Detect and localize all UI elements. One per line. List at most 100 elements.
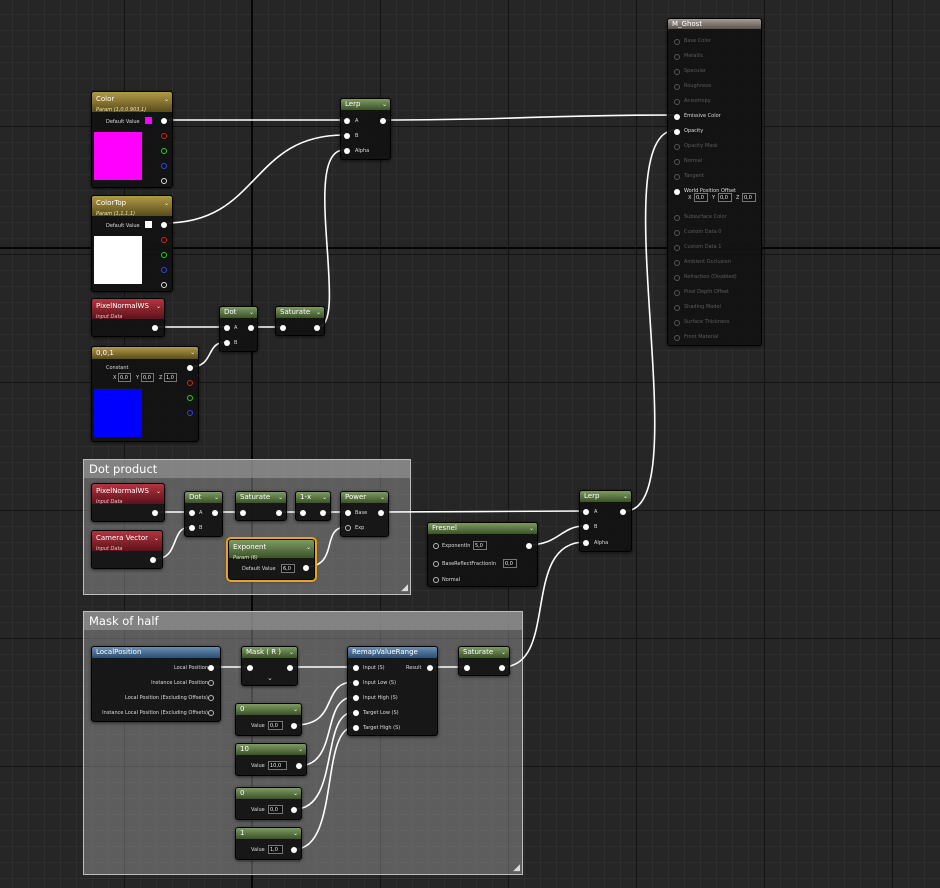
output-result-pin[interactable]: [427, 665, 433, 671]
output-pin[interactable]: [296, 763, 302, 769]
local-position-node[interactable]: LocalPosition Local Position Instance Lo…: [91, 646, 221, 722]
input-pin[interactable]: [674, 290, 680, 296]
y-value-field[interactable]: 0,0: [141, 373, 154, 382]
saturate-node[interactable]: Saturate ⌄: [235, 491, 287, 521]
output-b-pin[interactable]: [187, 410, 193, 416]
output-r-pin[interactable]: [187, 380, 193, 386]
input-pin[interactable]: [674, 320, 680, 326]
input-pin[interactable]: [674, 39, 680, 45]
input-pin[interactable]: [674, 144, 680, 150]
output-r-pin[interactable]: [161, 133, 167, 139]
scalar-constant-node[interactable]: 10 ⌄ Value 10,0: [235, 743, 307, 776]
input-a-pin[interactable]: [224, 325, 230, 331]
input-pin[interactable]: [674, 84, 680, 90]
one-minus-node[interactable]: 1-x ⌄: [295, 491, 331, 521]
input-b-pin[interactable]: [344, 133, 350, 139]
input-pin[interactable]: [674, 129, 680, 135]
output-pin[interactable]: [620, 509, 626, 515]
saturate-node[interactable]: Saturate ⌄: [458, 646, 510, 676]
power-node[interactable]: Power ⌄ Base Exp: [340, 491, 389, 537]
chevron-down-icon[interactable]: ⌄: [155, 303, 161, 310]
wpo-x-field[interactable]: 0,0: [694, 193, 708, 202]
input-pin[interactable]: [280, 325, 286, 331]
chevron-down-icon[interactable]: ⌄: [189, 349, 195, 356]
chevron-down-icon[interactable]: ⌄: [321, 494, 327, 501]
default-value-swatch[interactable]: [145, 221, 152, 228]
chevron-down-icon[interactable]: ⌄: [292, 830, 298, 837]
output-pin[interactable]: [276, 510, 282, 516]
chevron-down-icon[interactable]: ⌄: [163, 96, 169, 103]
default-value-swatch[interactable]: [145, 117, 152, 124]
lerp-node[interactable]: Lerp ⌄ A B Alpha: [579, 490, 632, 552]
input-pin[interactable]: [674, 335, 680, 341]
output-instance-local-position-pin[interactable]: [208, 680, 214, 686]
resize-grip-icon[interactable]: ◢: [401, 583, 408, 593]
input-a-pin[interactable]: [583, 509, 589, 515]
chevron-down-icon[interactable]: ⌄: [315, 309, 321, 316]
output-pin[interactable]: [303, 565, 309, 571]
output-pin[interactable]: [291, 847, 297, 853]
constant3vector-node[interactable]: 0,0,1 ⌄ Constant X 0,0 Y 0,0 Z 1,0: [91, 346, 199, 442]
input-b-pin[interactable]: [224, 340, 230, 346]
target-low-pin[interactable]: [353, 710, 359, 716]
chevron-down-icon[interactable]: ⌄: [288, 649, 294, 656]
chevron-down-icon[interactable]: ⌄: [379, 494, 385, 501]
output-local-position-pin[interactable]: [208, 665, 214, 671]
wpo-z-field[interactable]: 0,0: [742, 193, 756, 202]
chevron-down-icon[interactable]: ⌄: [292, 706, 298, 713]
output-b-pin[interactable]: [161, 163, 167, 169]
exponent-param-node[interactable]: Exponent ⌄ Param (6) Default Value 6,0: [226, 537, 317, 582]
output-pin[interactable]: [378, 510, 384, 516]
input-alpha-pin[interactable]: [583, 540, 589, 546]
input-b-pin[interactable]: [189, 525, 195, 531]
input-high-pin[interactable]: [353, 695, 359, 701]
output-g-pin[interactable]: [187, 395, 193, 401]
output-rgb-pin[interactable]: [161, 118, 167, 124]
input-a-pin[interactable]: [189, 510, 195, 516]
output-pin[interactable]: [380, 118, 386, 124]
colortop-param-node[interactable]: ColorTop ⌄ Param (1,1,1,1) Default Value: [91, 195, 173, 292]
input-alpha-pin[interactable]: [344, 148, 350, 154]
wpo-y-field[interactable]: 0,0: [718, 193, 732, 202]
input-pin[interactable]: [674, 69, 680, 75]
resize-grip-icon[interactable]: ◢: [513, 863, 520, 873]
chevron-down-icon[interactable]: ⌄: [163, 200, 169, 207]
chevron-down-icon[interactable]: ⌄: [155, 488, 161, 495]
input-b-pin[interactable]: [583, 524, 589, 530]
chevron-down-icon[interactable]: ⌄: [248, 309, 254, 316]
input-pin[interactable]: [674, 174, 680, 180]
input-pin[interactable]: [674, 114, 680, 120]
component-mask-node[interactable]: Mask ( R ) ⌄ ⌄: [241, 646, 298, 686]
output-pin[interactable]: [291, 723, 297, 729]
x-value-field[interactable]: 0,0: [118, 373, 131, 382]
scalar-constant-node[interactable]: 0 ⌄ Value 0,0: [235, 787, 302, 820]
comment-dot-product[interactable]: Dot product ◢: [83, 459, 411, 595]
input-pin[interactable]: [240, 510, 246, 516]
scalar-constant-node[interactable]: 1 ⌄ Value 1,0: [235, 827, 302, 860]
input-pin[interactable]: [464, 665, 470, 671]
chevron-down-icon[interactable]: ⌄: [528, 525, 534, 532]
input-pin[interactable]: [674, 215, 680, 221]
output-pin[interactable]: [152, 510, 158, 516]
output-rgb-pin[interactable]: [187, 365, 193, 371]
output-instance-local-position-excl-pin[interactable]: [208, 710, 214, 716]
chevron-down-icon[interactable]: ⌄: [277, 494, 283, 501]
input-pin[interactable]: [247, 665, 253, 671]
pixel-normal-ws-node[interactable]: PixelNormalWS ⌄ Input Data: [91, 298, 165, 337]
output-g-pin[interactable]: [161, 252, 167, 258]
input-pin[interactable]: [674, 275, 680, 281]
input-pin[interactable]: [674, 159, 680, 165]
value-field[interactable]: 0,0: [268, 721, 283, 730]
output-b-pin[interactable]: [161, 267, 167, 273]
chevron-down-icon[interactable]: ⌄: [622, 493, 628, 500]
output-pin[interactable]: [526, 543, 532, 549]
input-pin[interactable]: [353, 665, 359, 671]
value-field[interactable]: 0,0: [268, 805, 283, 814]
chevron-down-icon[interactable]: ⌄: [305, 544, 311, 551]
output-local-position-excl-pin[interactable]: [208, 695, 214, 701]
output-r-pin[interactable]: [161, 237, 167, 243]
input-exponent-pin[interactable]: [433, 543, 439, 549]
chevron-down-icon[interactable]: ⌄: [213, 494, 219, 501]
expand-chevron-icon[interactable]: ⌄: [267, 674, 273, 682]
